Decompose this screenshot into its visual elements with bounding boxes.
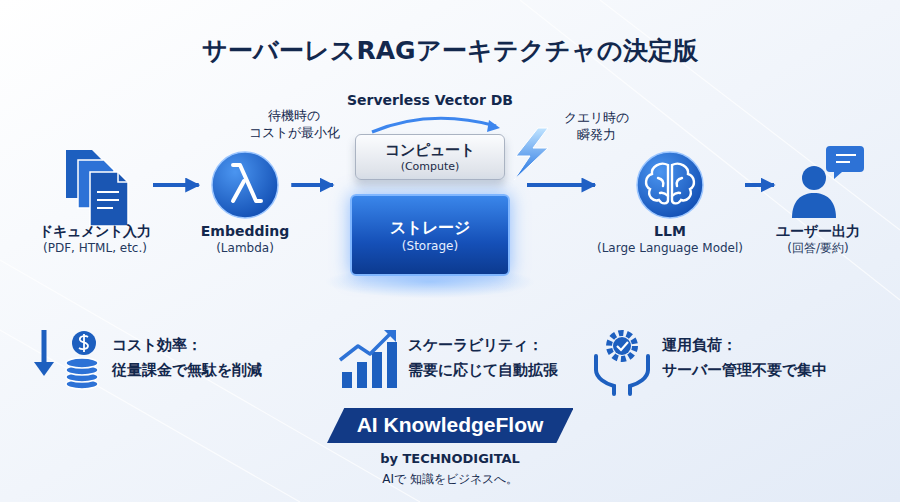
node-subtext: (Compute) [356,160,504,173]
feature-text: 需要に応じて自動拡張 [408,361,558,381]
feature-text: 従量課金で無駄を削減 [112,361,262,381]
node-subtext: (回答/要約) [776,240,860,256]
brain-icon [637,152,703,218]
feature-title: コスト効率： [112,336,202,356]
llm-node: LLM(Large Language Model) [597,140,743,256]
node-heading: ユーザー出力 [776,222,860,240]
callout-note: クエリ時の 瞬発力 [556,110,636,144]
input-node: ドキュメント入力(PDF, HTML, etc.) [39,140,151,256]
storage-box: ストレージ(Storage) [350,194,510,276]
logo-banner: AI KnowledgeFlow [327,408,574,443]
flow-arrow [153,183,199,187]
node-heading: ストレージ [352,218,508,239]
node-heading: Serverless Vector DB [335,90,525,108]
lambda-icon [212,152,278,218]
operations-icon [596,333,648,394]
node-subtext: (Lambda) [201,240,290,256]
node-subtext: (PDF, HTML, etc.) [39,240,151,256]
node-heading: コンピュート [356,141,504,160]
node-heading: LLM [597,222,743,240]
feature-title: 運用負荷： [662,336,737,356]
diagram-title: サーバーレスRAGアーキテクチャの決定版 [0,34,900,67]
embedding-node: Embedding(Lambda) [201,140,290,256]
node-heading: Embedding [201,222,290,240]
query-swirl [372,118,500,132]
cost-icon [34,330,98,389]
tagline: AIで 知識をビジネスへ。 [382,472,518,488]
node-heading: AI KnowledgeFlow [357,413,544,437]
callout-note: 待機時の コストが最小化 [246,108,342,142]
node-subtext: (Large Language Model) [597,240,743,256]
flow-arrow [291,183,333,187]
vector-db-group: Serverless Vector DB コンピュート(Compute) ストレージ… [335,90,525,290]
compute-plate: コンピュート(Compute) [355,134,505,180]
lightning-bolt [514,128,548,180]
node-subtext: (Storage) [352,239,508,253]
scalability-icon [340,330,397,388]
flow-arrow [527,183,595,187]
flow-arrow [745,183,774,187]
company-name: by TECHNODIGITAL [380,451,520,468]
document-icon [66,150,128,226]
feature-text: サーバー管理不要で集中 [662,361,827,381]
output-node: ユーザー出力(回答/要約) [776,140,860,256]
node-heading: ドキュメント入力 [39,222,151,240]
user-icon [792,146,864,218]
feature-title: スケーラビリティ： [408,336,543,356]
